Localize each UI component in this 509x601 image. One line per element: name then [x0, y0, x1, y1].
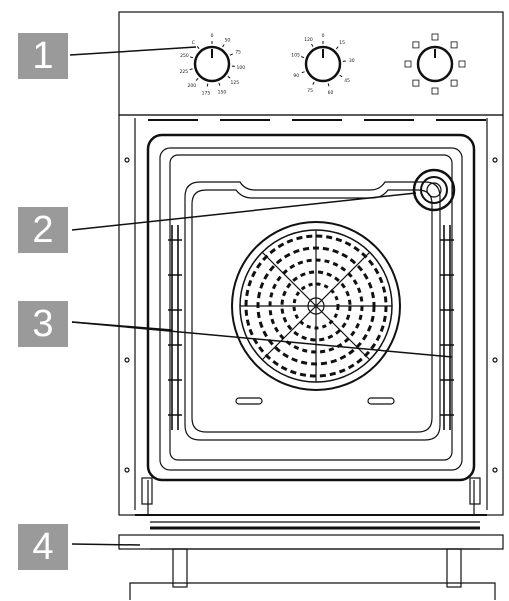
callout-2: 2 [18, 207, 68, 253]
temperature-knob: 0 50 75 100 125 150 175 200 225 250 C [180, 33, 246, 96]
callout-label: 4 [32, 526, 54, 568]
knob-mark: 45 [344, 78, 350, 84]
knob-mark: 60 [328, 90, 334, 96]
leader-lines [69, 46, 453, 546]
knob-mark: 175 [202, 90, 211, 96]
oven-lamp [412, 168, 456, 212]
control-panel [118, 11, 504, 116]
timer-knob: 0 15 30 45 60 75 90 105 120 [291, 33, 355, 96]
function-knob [404, 33, 466, 95]
callout-label: 2 [32, 209, 54, 251]
function-icons [404, 33, 466, 95]
knob-mark: 0 [211, 33, 214, 39]
oven-cavity-outer [146, 133, 476, 482]
knob-mark: 0 [322, 33, 325, 39]
knob-mark: 120 [304, 37, 313, 43]
callout-label: 3 [32, 303, 54, 345]
knob-mark: 90 [293, 73, 299, 79]
callout-3: 3 [18, 301, 68, 347]
knob-mark: 30 [349, 58, 355, 64]
knob-mark: 75 [307, 88, 313, 94]
callout-4: 4 [18, 524, 68, 570]
back-panel [184, 181, 441, 441]
knob-mark: 75 [235, 49, 241, 55]
knob-dial [416, 45, 454, 83]
knob-mark: 125 [231, 80, 240, 86]
shelf-rails [168, 225, 454, 430]
side-screws [124, 157, 498, 473]
base-tray [118, 534, 504, 550]
knob-dial [193, 45, 231, 83]
door-bottom [147, 480, 475, 515]
knob-mark: 105 [291, 53, 300, 59]
knob-mark: 15 [339, 40, 345, 46]
oven-cavity-inner [159, 147, 463, 471]
knob-mark: 150 [218, 89, 227, 95]
knob-mark: 200 [188, 83, 197, 89]
knob-mark: 50 [225, 37, 231, 43]
knob-mark: 250 [180, 53, 189, 59]
callout-1: 1 [18, 33, 68, 79]
callout-label: 1 [32, 35, 54, 77]
fan-cover [231, 221, 401, 391]
knob-mark: 225 [180, 69, 189, 75]
knob-mark: C [192, 40, 195, 46]
knob-mark: 100 [237, 65, 246, 71]
knob-dial [304, 45, 342, 83]
